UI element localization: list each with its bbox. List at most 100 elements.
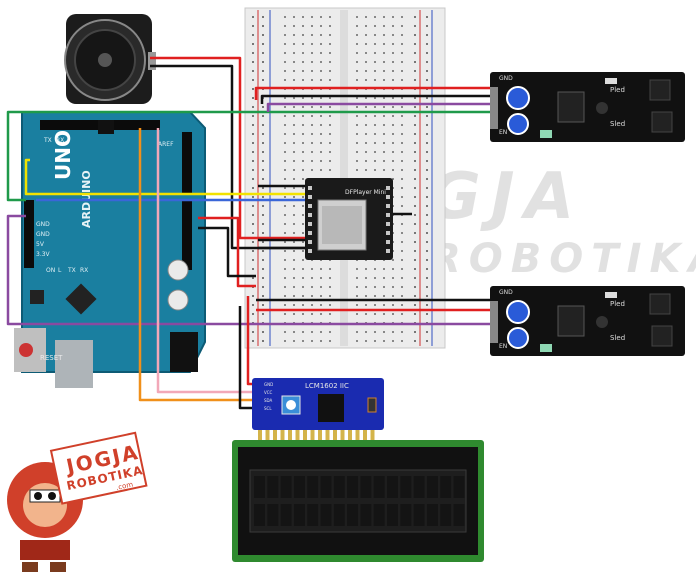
breadboard-hole [392,295,394,297]
dfplayer-pin [386,240,390,244]
breadboard-hole [284,187,286,189]
breadboard-hole [311,97,313,99]
dfplayer-pin [386,231,390,235]
breadboard-hole [284,295,286,297]
lcd-cell [373,476,385,498]
lcd-cell [254,504,265,526]
arduino-uno: UNO ARDUINO RESET TX RX ON L TX RX GND G… [14,111,206,388]
breadboard-hole [252,313,254,315]
breadboard-hole [320,25,322,27]
breadboard-hole [302,169,304,171]
breadboard-hole [414,106,416,108]
lcd-cell [267,476,279,498]
lcd-cell [254,476,265,498]
breadboard-hole [311,151,313,153]
breadboard-hole [374,52,376,54]
breadboard-hole [284,79,286,81]
breadboard-hole [262,295,264,297]
breadboard-hole [262,43,264,45]
breadboard-hole [329,277,331,279]
breadboard-hole [284,214,286,216]
breadboard-hole [414,142,416,144]
breadboard-hole [329,70,331,72]
lcd-header-pins [258,430,375,442]
breadboard-hole [374,331,376,333]
lcd-cell [267,504,279,526]
dfplayer-pin [386,222,390,226]
svg-text:3.3V: 3.3V [36,251,51,258]
lcd-cell [413,504,425,526]
breadboard-hole [401,286,403,288]
breadboard-hole [383,169,385,171]
breadboard-hole [383,268,385,270]
breadboard-hole [356,295,358,297]
breadboard-hole [426,304,428,306]
lcd-header-pin [273,430,277,442]
breadboard-hole [252,25,254,27]
breadboard-hole [426,16,428,18]
wire-yellow [24,158,305,196]
dfplayer-pin [386,249,390,253]
breadboard-hole [356,313,358,315]
breadboard-hole [284,97,286,99]
breadboard-hole [383,61,385,63]
breadboard-hole [284,34,286,36]
svg-text:TX: TX [67,267,76,274]
breadboard-hole [311,25,313,27]
breadboard-hole [320,115,322,117]
breadboard-hole [401,151,403,153]
breadboard-hole [252,43,254,45]
breadboard-hole [302,313,304,315]
breadboard-hole [365,268,367,270]
breadboard-hole [374,160,376,162]
breadboard-hole [383,70,385,72]
breadboard-hole [284,250,286,252]
breadboard-hole [356,151,358,153]
breadboard-hole [284,52,286,54]
breadboard-hole [284,331,286,333]
breadboard-hole [414,25,416,27]
wire-ir-top-green [6,110,490,202]
breadboard-hole [284,205,286,207]
breadboard-hole [284,124,286,126]
breadboard-hole [302,79,304,81]
breadboard-hole [426,115,428,117]
breadboard-hole [252,115,254,117]
breadboard-hole [302,124,304,126]
breadboard-hole [252,241,254,243]
breadboard-hole [262,160,264,162]
breadboard-hole [365,160,367,162]
breadboard-hole [414,151,416,153]
lcd-cell [453,476,465,498]
breadboard-hole [414,97,416,99]
lcd-cell [426,504,438,526]
breadboard-hole [426,241,428,243]
breadboard-hole [311,340,313,342]
lcd-cell [373,504,385,526]
lcd-header-pin [333,430,337,442]
breadboard-hole [414,187,416,189]
breadboard-hole [262,178,264,180]
breadboard-hole [284,286,286,288]
arduino-model: UNO [51,130,75,180]
breadboard-hole [329,79,331,81]
breadboard-hole [302,232,304,234]
breadboard-hole [252,34,254,36]
breadboard-hole [293,178,295,180]
breadboard-hole [311,124,313,126]
breadboard-hole [414,34,416,36]
breadboard-hole [401,340,403,342]
breadboard-hole [329,34,331,36]
breadboard-hole [414,16,416,18]
svg-text:AREF: AREF [158,141,174,148]
breadboard-hole [374,169,376,171]
breadboard-hole [401,34,403,36]
lcd-cell [426,476,438,498]
breadboard-hole [356,52,358,54]
breadboard-hole [262,151,264,153]
breadboard-hole [392,259,394,261]
breadboard-hole [356,97,358,99]
breadboard-hole [426,295,428,297]
breadboard-hole [329,304,331,306]
breadboard-hole [383,331,385,333]
